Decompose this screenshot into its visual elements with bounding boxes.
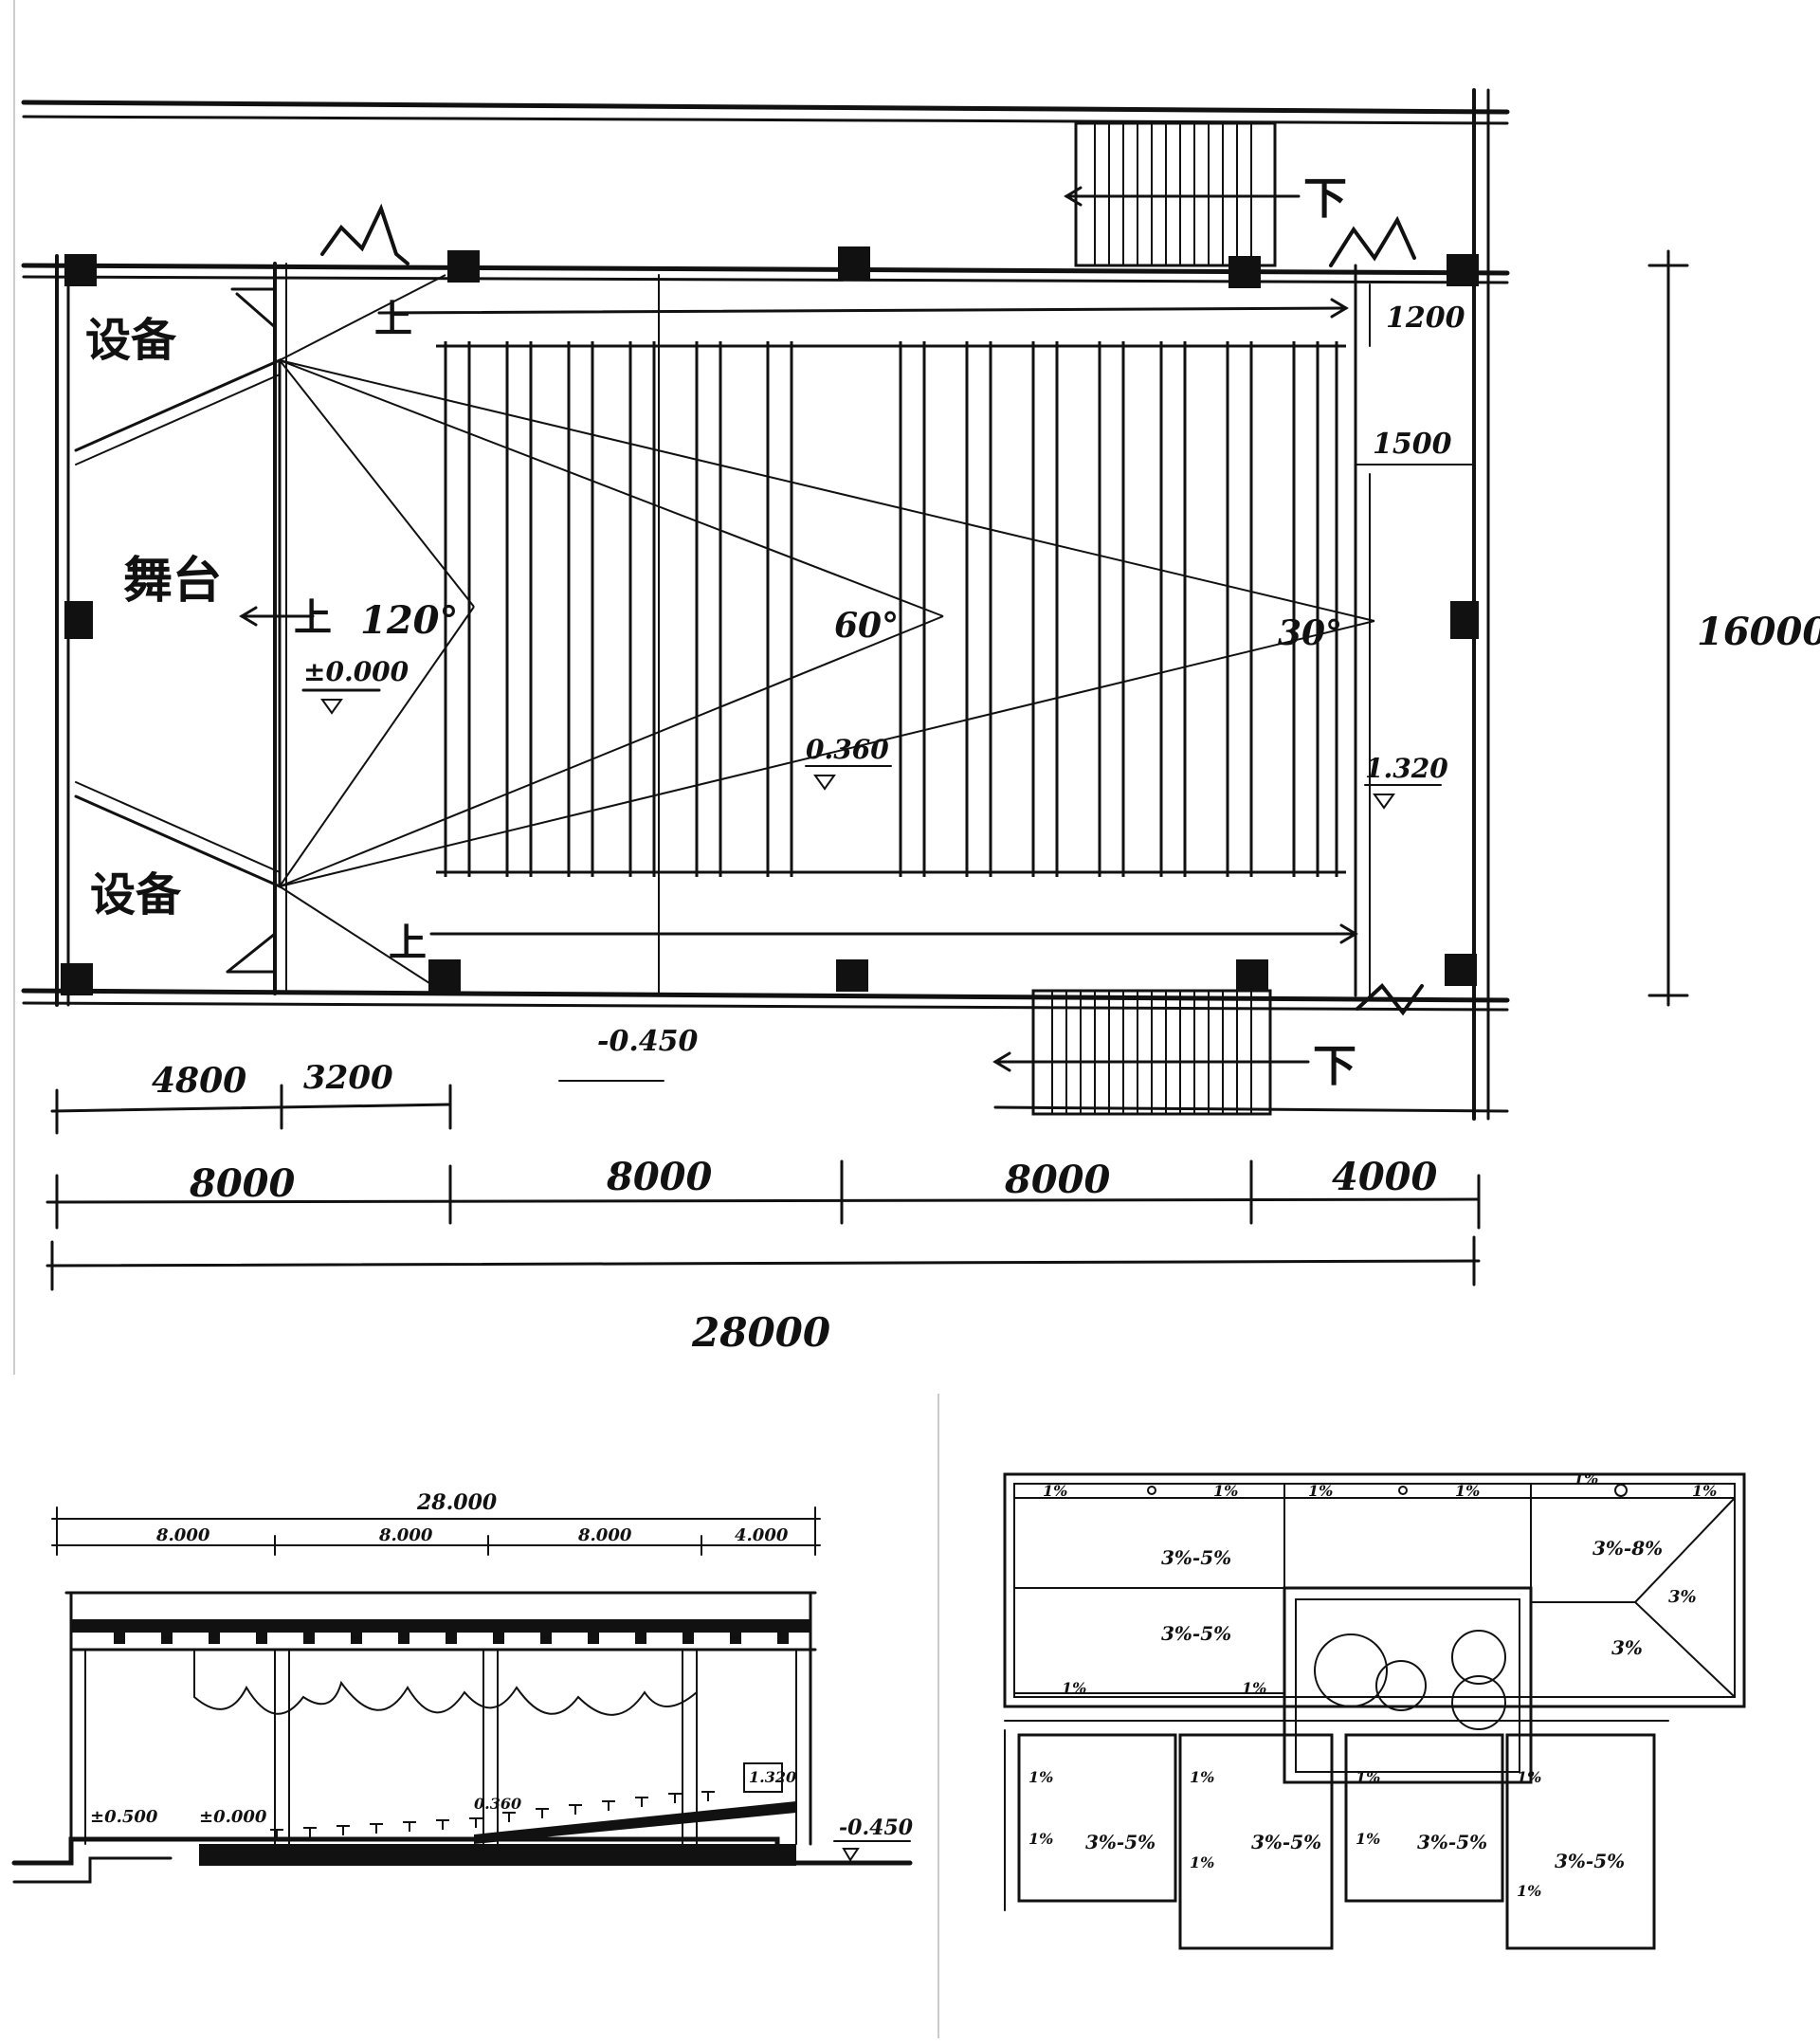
slope-edge-2: 1%: [1213, 1482, 1238, 1500]
stage-area: 设备 舞台 设备 上 120° ±0.000: [74, 262, 459, 995]
section-elev-outside: -0.450: [839, 1816, 914, 1840]
slope-wing-1: 3%-5%: [1085, 1831, 1156, 1853]
column: [64, 254, 97, 286]
column: [1445, 954, 1477, 986]
dim-3200: 3200: [303, 1059, 393, 1097]
floor-plan: 下 下: [21, 88, 1820, 1356]
column: [1450, 601, 1479, 639]
column: [1447, 254, 1479, 286]
elev-right: 1.320: [1365, 753, 1448, 784]
slope-edge-5: 1%: [1574, 1469, 1598, 1487]
section-elev-upper: 1.320: [749, 1768, 796, 1786]
dim-1200: 1200: [1386, 301, 1465, 335]
slope-roof-1: 3%-5%: [1161, 1546, 1231, 1569]
sightlines: [279, 274, 1375, 995]
slope-edge-1: 1%: [1043, 1482, 1067, 1500]
columns: [61, 246, 1479, 995]
section-span-2: 8.000: [378, 1525, 433, 1545]
slope-wing-edge-3: 1%: [1190, 1768, 1214, 1786]
section-span-3: 8.000: [577, 1525, 632, 1545]
slope-edge-3: 1%: [1308, 1482, 1333, 1500]
label-up-bottom: 上: [389, 922, 427, 965]
plan-dimensions: 4800 3200 8000 8000 8000 4000 28000: [46, 1059, 1481, 1356]
slope-wing-edge-6: 1%: [1356, 1830, 1380, 1848]
column: [61, 963, 93, 995]
elev-stage: ±0.000: [303, 656, 410, 687]
slope-edge-6: 1%: [1692, 1482, 1717, 1500]
label-down-bottom: 下: [1313, 1040, 1356, 1091]
label-equipment-bottom: 设备: [90, 868, 182, 922]
slope-wing-2: 3%-5%: [1251, 1831, 1321, 1853]
column: [64, 601, 93, 639]
section-drawing: 28.000 8.000 8.000 8.000 4.000: [11, 1490, 914, 1884]
slope-wing-edge-5: 1%: [1356, 1768, 1380, 1786]
label-equipment-top: 设备: [85, 314, 177, 367]
label-down-top: 下: [1303, 173, 1347, 224]
section-elev-mid: 0.360: [474, 1795, 521, 1813]
section-elev-stage: ±0.000: [199, 1807, 267, 1827]
slope-roof-3: 3%-8%: [1592, 1537, 1663, 1560]
angle-120: 120°: [360, 598, 459, 643]
angle-30: 30°: [1278, 613, 1342, 653]
dim-total: 28000: [691, 1309, 830, 1356]
column: [836, 959, 868, 992]
label-stage: 舞台: [123, 553, 222, 610]
slope-edge-7: 1%: [1062, 1679, 1086, 1697]
elev-mid: 0.360: [806, 734, 889, 765]
section-span-4: 4.000: [735, 1525, 789, 1545]
column: [447, 250, 480, 283]
slope-wing-edge-1: 1%: [1028, 1768, 1053, 1786]
elev-outside: -0.450: [597, 1025, 699, 1058]
slope-wing-edge-4: 1%: [1190, 1853, 1214, 1871]
stair-top: 下: [1064, 121, 1347, 267]
column: [838, 246, 870, 279]
slope-wing-edge-2: 1%: [1028, 1830, 1053, 1848]
slope-edge-8: 1%: [1242, 1679, 1266, 1697]
column: [1228, 256, 1261, 288]
dim-16000: 16000: [1697, 610, 1820, 654]
dim-span-1: 8000: [189, 1161, 295, 1206]
dim-4800: 4800: [152, 1061, 246, 1101]
slope-roof-4: 3%: [1611, 1636, 1643, 1659]
slope-wing-4: 3%-5%: [1555, 1850, 1625, 1872]
angle-60: 60°: [834, 606, 899, 646]
slope-wing-3: 3%-5%: [1417, 1831, 1487, 1853]
roof-drainage-plan: 1% 1% 1% 1% 1% 1% 3%-5% 3%-5% 3%-8% 3% 3…: [1003, 1469, 1746, 1950]
seating-rows: [436, 341, 1346, 877]
column: [428, 959, 461, 992]
dim-1500: 1500: [1373, 428, 1452, 461]
dim-span-2: 8000: [606, 1155, 712, 1199]
label-up-stage: 上: [294, 596, 332, 640]
slope-roof-2: 3%-5%: [1161, 1622, 1231, 1645]
slope-wing-edge-8: 1%: [1517, 1882, 1541, 1900]
dim-span-3: 8000: [1004, 1158, 1110, 1202]
dim-span-4: 4000: [1332, 1155, 1437, 1199]
section-span-1: 8.000: [155, 1525, 210, 1545]
slope-edge-4: 1%: [1455, 1482, 1480, 1500]
column: [1236, 959, 1268, 992]
stair-bottom: 下: [992, 989, 1509, 1116]
slope-roof-5: 3%: [1668, 1587, 1697, 1607]
section-total: 28.000: [416, 1490, 498, 1515]
label-up-top: 上: [374, 298, 412, 341]
slope-wing-edge-7: 1%: [1517, 1768, 1541, 1786]
section-elev-left: ±0.500: [90, 1807, 158, 1827]
